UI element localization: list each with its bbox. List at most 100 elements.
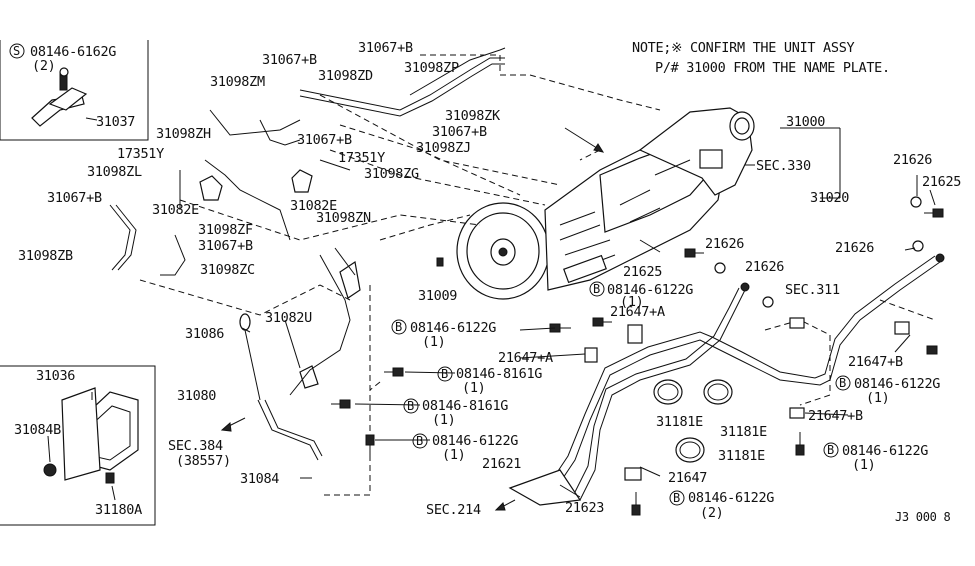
part-number-label: 08146-6122G	[432, 433, 518, 449]
diagram-code: J3 000 8	[895, 510, 950, 524]
inset-box-bottom-left	[0, 365, 156, 526]
screw-marker-S: S	[13, 44, 20, 58]
inset-box-top-left	[0, 40, 149, 141]
part-number-label: 21625	[922, 174, 961, 190]
hose-clamps	[653, 379, 733, 463]
breather-hoses	[109, 47, 506, 276]
part-number-label: 21647+B	[808, 408, 863, 424]
part-number-label: 31067+B	[432, 124, 487, 140]
part-number-label: 31098ZG	[364, 166, 419, 182]
part-number-label: 08146-8161G	[422, 398, 508, 414]
transmission-assembly	[456, 107, 755, 300]
quantity-label: (1)	[432, 412, 455, 428]
part-number-label: 31098ZN	[316, 210, 371, 226]
part-number-label: 21647	[668, 470, 707, 486]
dipstick-31086-tube-31080	[239, 247, 356, 461]
part-number-label: 21625	[623, 264, 662, 280]
part-number-label: 31036	[36, 368, 75, 384]
part-number-label: 31098ZF	[198, 222, 253, 238]
part-number-label: 31082E	[152, 202, 199, 218]
part-number-label: 08146-6122G	[854, 376, 940, 392]
part-number-label: 31180A	[95, 502, 142, 518]
brackets-and-clips	[199, 169, 910, 481]
bolt-marker: B	[827, 443, 834, 457]
control-unit-31036	[61, 387, 139, 481]
label-leaders	[47, 127, 936, 501]
bolt-marker: B	[416, 434, 423, 448]
oil-cooler-lines	[508, 253, 945, 506]
circled-markers: S B B B B B B B B	[9, 43, 851, 506]
quantity-label: (1)	[442, 447, 465, 463]
part-number-label: 08146-6122G	[688, 490, 774, 506]
part-number-label: 21647+A	[610, 304, 665, 320]
part-number-label: 31086	[185, 326, 224, 342]
part-number-label: 31181E	[720, 424, 767, 440]
part-number-label: 21626	[893, 152, 932, 168]
part-number-label: 21647+B	[848, 354, 903, 370]
quantity-label: (1)	[422, 334, 445, 350]
part-number-label: 08146-8161G	[456, 366, 542, 382]
section-ref-sub-label: (38557)	[176, 453, 231, 469]
note-marker-arrow	[564, 127, 605, 153]
part-number-label: 31037	[96, 114, 135, 130]
part-number-label: 31082E	[290, 198, 337, 214]
part-number-label: 31020	[810, 190, 849, 206]
section-ref-label: SEC.214	[426, 502, 481, 518]
part-labels: 08146-6162G (2) 31037 31067+B 31098ZM 31…	[14, 40, 962, 521]
part-number-label: 31098ZJ	[416, 140, 471, 156]
part-number-label: 31181E	[656, 414, 703, 430]
part-number-label: 17351Y	[117, 146, 164, 162]
part-number-label: 31098ZM	[210, 74, 265, 90]
quantity-label: (1)	[620, 294, 643, 310]
part-number-label: 08146-6162G	[30, 44, 116, 60]
part-number-label: 31067+B	[198, 238, 253, 254]
bolt-marker: B	[407, 399, 414, 413]
part-number-label: 21626	[745, 259, 784, 275]
section-ref-label: SEC.384	[168, 438, 223, 454]
part-number-label: 31082U	[265, 310, 312, 326]
part-number-label: 31098ZC	[200, 262, 255, 278]
part-number-label: 17351Y	[338, 150, 385, 166]
quantity-label: (2)	[700, 505, 723, 521]
part-number-label: 31067+B	[297, 132, 352, 148]
part-number-label: 08146-6122G	[410, 320, 496, 336]
part-number-label: 31084	[240, 471, 279, 487]
dashed-leaders	[139, 54, 936, 496]
part-number-label: 31084B	[14, 422, 61, 438]
part-number-label: 31098ZD	[318, 68, 373, 84]
part-number-label: 21621	[482, 456, 521, 472]
bolt-marker: B	[593, 282, 600, 296]
bolt-marker: B	[673, 491, 680, 505]
part-number-label: 08146-6122G	[607, 282, 693, 298]
clip-bracket-31037	[31, 67, 98, 127]
part-number-label: 31098ZP	[404, 60, 459, 76]
part-number-label: 31080	[177, 388, 216, 404]
part-number-label: 08146-6122G	[842, 443, 928, 459]
part-number-label: 31067+B	[47, 190, 102, 206]
note-line-1: NOTE;※ CONFIRM THE UNIT ASSY	[632, 40, 855, 56]
bolt-marker: B	[839, 376, 846, 390]
part-number-label: 31098ZB	[18, 248, 73, 264]
bolt-marker: B	[441, 367, 448, 381]
section-ref-label: SEC.330	[756, 158, 811, 174]
sec-384-arrow	[220, 417, 246, 432]
part-number-label: 31098ZK	[445, 108, 501, 124]
quantity-label: (1)	[852, 457, 875, 473]
note-line-2: P/# 31000 FROM THE NAME PLATE.	[655, 60, 890, 76]
section-ref-label: SEC.311	[785, 282, 840, 298]
quantity-label: (1)	[462, 380, 485, 396]
part-number-label: 31009	[418, 288, 457, 304]
part-number-label: 31098ZL	[87, 164, 142, 180]
part-number-label: 31067+B	[358, 40, 413, 56]
part-number-label: 31067+B	[262, 52, 317, 68]
part-number-label: 21647+A	[498, 350, 553, 366]
quantity-label: (2)	[32, 58, 55, 74]
part-number-label: 21626	[705, 236, 744, 252]
part-number-label: 21626	[835, 240, 874, 256]
sec-214-arrow	[494, 499, 516, 511]
part-number-label: 21623	[565, 500, 604, 516]
part-number-label: 31181E	[718, 448, 765, 464]
part-number-label: 31098ZH	[156, 126, 211, 142]
